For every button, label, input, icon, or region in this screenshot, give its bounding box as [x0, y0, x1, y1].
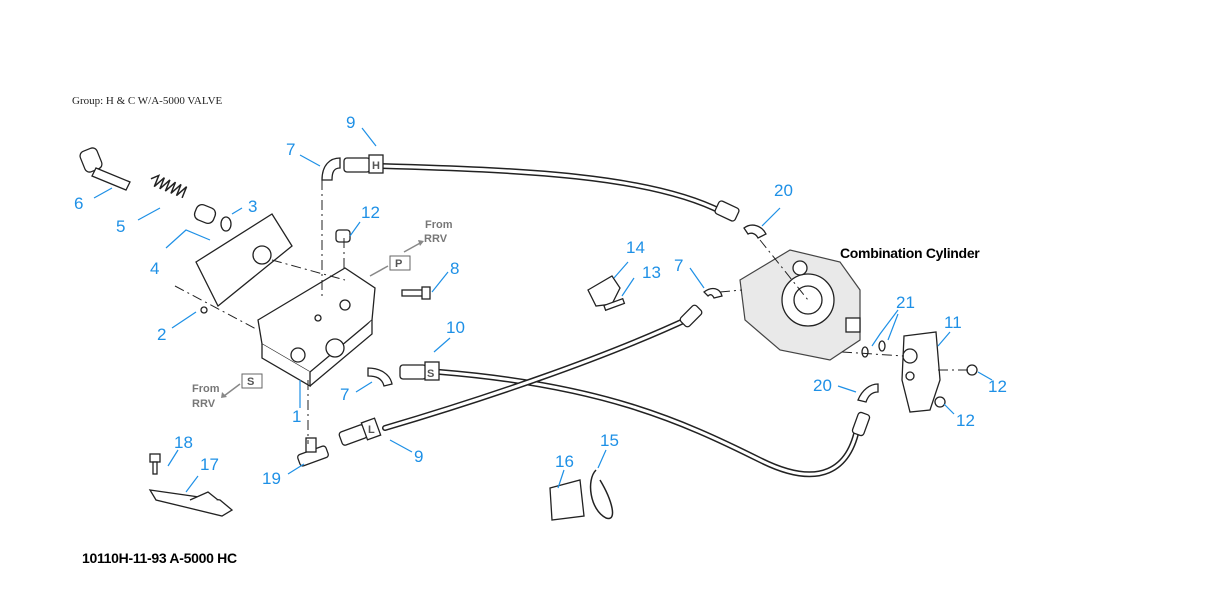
svg-text:RRV: RRV [424, 233, 448, 245]
o-rings-21 [861, 340, 886, 358]
group-caption: Group: H & C W/A-5000 VALVE [72, 95, 223, 107]
hose-h [377, 163, 725, 215]
valve-pin [79, 147, 131, 191]
svg-text:From: From [425, 219, 453, 231]
hose-l [382, 315, 693, 431]
callout-15: 15 [600, 431, 619, 450]
callout-16: 16 [555, 452, 574, 471]
callout-12c: 12 [956, 411, 975, 430]
leader-lines [93, 127, 993, 493]
combination-cylinder [739, 249, 861, 361]
callout-12a: 12 [361, 203, 380, 222]
svg-text:RRV: RRV [192, 398, 216, 410]
assembly-lines [174, 180, 968, 444]
hose-fittings [338, 154, 871, 446]
bolt-13 [603, 297, 626, 312]
callout-7a: 7 [286, 140, 295, 159]
valve-spring [150, 174, 188, 199]
callout-10: 10 [446, 318, 465, 337]
valve-bolt [401, 286, 431, 300]
callout-20b: 20 [813, 376, 832, 395]
flow-label-bottom: From RRV [192, 383, 241, 410]
callout-19: 19 [262, 469, 281, 488]
bracket [148, 489, 234, 517]
hose-label-s: S [427, 368, 434, 380]
callout-8: 8 [450, 259, 459, 278]
flow-label-top: From RRV [403, 219, 453, 253]
callout-2: 2 [157, 325, 166, 344]
svg-text:S: S [247, 376, 254, 388]
svg-text:P: P [395, 258, 402, 270]
callout-4: 4 [150, 259, 159, 278]
clamp-15 [589, 469, 614, 520]
valve-11 [901, 331, 978, 413]
gasket-plate [195, 213, 293, 314]
valve-body [257, 267, 376, 388]
callout-7c: 7 [674, 256, 683, 275]
callout-13: 13 [642, 263, 661, 282]
callout-11: 11 [944, 313, 962, 332]
clip-14 [587, 275, 621, 307]
valve-plug [335, 229, 351, 243]
port-s: S [241, 373, 263, 389]
valve-seat [193, 203, 232, 232]
tee-fitting [297, 437, 329, 467]
callout-18: 18 [174, 433, 193, 452]
clamp-16 [549, 479, 585, 521]
bolt-18 [149, 453, 161, 475]
hose-label-l: L [368, 424, 375, 436]
callouts: 1 2 3 4 5 6 7 7 7 8 9 9 10 11 12 12 12 1… [74, 113, 1007, 488]
hose-s [437, 369, 861, 478]
port-p: P [369, 255, 411, 277]
callout-21: 21 [896, 293, 915, 312]
callout-14: 14 [626, 238, 645, 257]
callout-20a: 20 [774, 181, 793, 200]
callout-12b: 12 [988, 377, 1007, 396]
figure-id: 10110H-11-93 A-5000 HC [82, 550, 237, 566]
callout-7b: 7 [340, 385, 349, 404]
callout-5: 5 [116, 217, 125, 236]
callout-9b: 9 [414, 447, 423, 466]
callout-9a: 9 [346, 113, 355, 132]
callout-3: 3 [248, 197, 257, 216]
callout-17: 17 [200, 455, 219, 474]
component-title: Combination Cylinder [840, 245, 980, 261]
callout-1: 1 [292, 407, 301, 426]
callout-6: 6 [74, 194, 83, 213]
elbow-fittings [321, 157, 879, 403]
svg-text:From: From [192, 383, 220, 395]
hose-label-h: H [372, 160, 380, 172]
